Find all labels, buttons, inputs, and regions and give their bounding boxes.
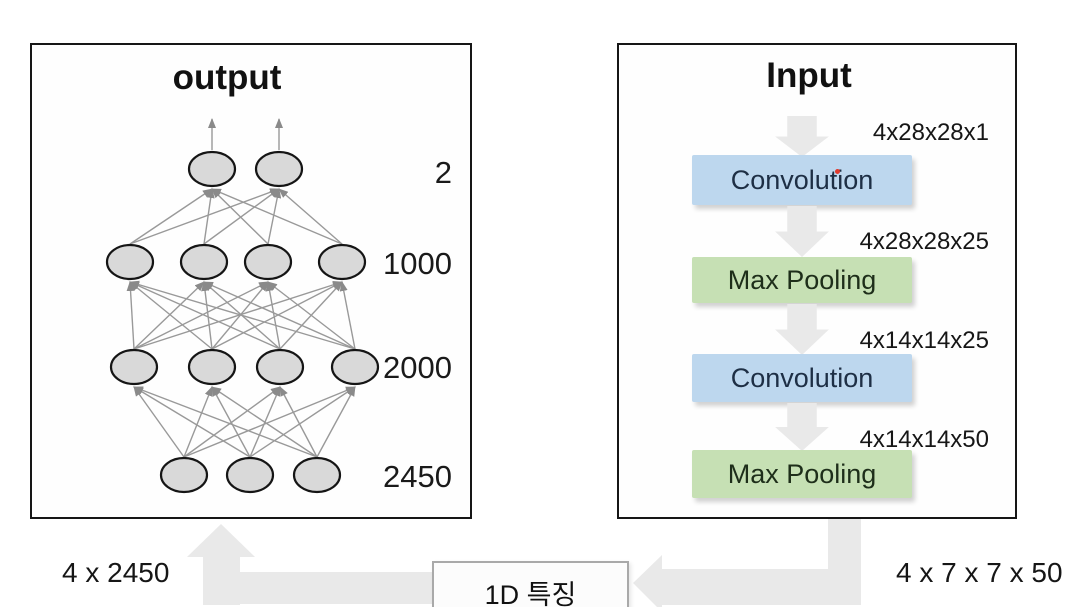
feature-box-label: 1D 특징 (484, 580, 577, 607)
input-panel: Input 4x28x28x1 Convolution 4x28x28x25 M… (617, 43, 1017, 519)
flow-step-convolution-1: Convolution (692, 155, 912, 205)
dim-label-4x28x28x1: 4x28x28x1 (872, 119, 989, 146)
layer-size-label-2000: 2000 (383, 350, 452, 385)
layer-size-label-1000: 1000 (383, 246, 452, 281)
left-dim-label: 4 x 2450 (62, 557, 170, 588)
flow-arrow-down-icon (775, 116, 829, 157)
output-panel-title: output (172, 58, 282, 97)
network-nodes (105, 150, 380, 494)
flow-step-maxpooling-1: Max Pooling (692, 257, 912, 303)
network-edges (126, 118, 356, 458)
right-dim-label: 4 x 7 x 7 x 50 (896, 557, 1063, 588)
neural-network-graphic (105, 118, 380, 494)
input-panel-title: Input (766, 56, 852, 95)
elbow-arrow-up-icon (187, 524, 433, 605)
elbow-arrow-left-icon (633, 519, 861, 607)
dim-label-4x14x14x50: 4x14x14x50 (859, 426, 989, 453)
flow-arrow-down-icon (775, 403, 829, 451)
feature-box: 1D 특징 (432, 561, 629, 607)
layer-size-label-2450: 2450 (383, 459, 452, 494)
flow-step-maxpooling-2: Max Pooling (692, 450, 912, 498)
layer-size-label-2: 2 (434, 155, 452, 190)
laser-pointer-dot (835, 169, 840, 174)
flow-arrow-down-icon (775, 304, 829, 355)
output-panel: output 2 1000 2000 2450 (30, 43, 472, 519)
flow-step-convolution-2: Convolution (692, 354, 912, 402)
flow-arrow-down-icon (775, 206, 829, 257)
dim-label-4x14x14x25: 4x14x14x25 (859, 327, 989, 354)
dim-label-4x28x28x25: 4x28x28x25 (859, 228, 989, 255)
